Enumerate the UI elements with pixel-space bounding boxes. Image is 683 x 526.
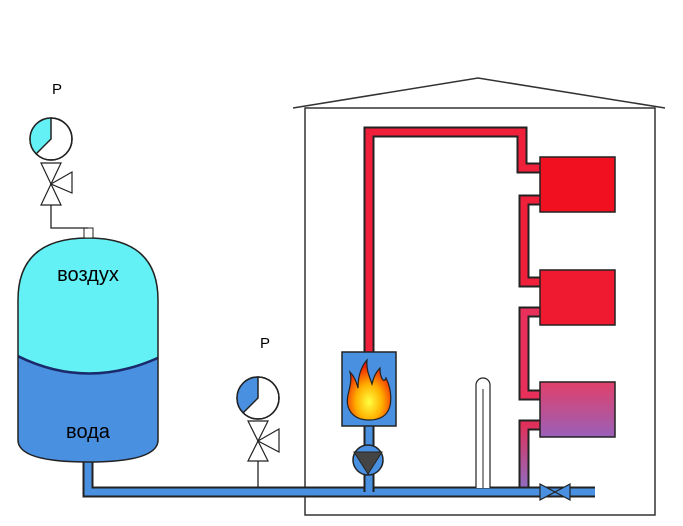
top-pressure-gauge: P xyxy=(29,81,88,229)
radiator-1 xyxy=(539,156,616,213)
pump-icon xyxy=(352,444,384,476)
boiler xyxy=(341,351,397,427)
tank-nipple xyxy=(83,227,94,239)
water-label: вода xyxy=(66,421,111,443)
valve-icon xyxy=(247,439,269,462)
radiator-2 xyxy=(539,269,616,326)
house-roof xyxy=(292,77,666,109)
flame-icon xyxy=(346,358,392,421)
return-pipe xyxy=(82,425,595,498)
bottom-pressure-gauge: P xyxy=(236,335,280,488)
hot-supply-pipe xyxy=(363,126,540,492)
expansion-tank: воздух вода xyxy=(17,227,159,463)
valve-icon xyxy=(40,182,62,206)
house xyxy=(292,77,666,516)
valve-handle-icon xyxy=(49,170,73,194)
return-valve-icon xyxy=(539,483,571,501)
valve-handle-icon xyxy=(256,427,280,453)
valve-icon-upper xyxy=(247,420,269,443)
radiator-3 xyxy=(539,381,616,438)
gauge-label-bottom: P xyxy=(260,335,270,352)
gauge-label-top: P xyxy=(52,81,62,98)
house-wall xyxy=(304,107,656,516)
air-label: воздух xyxy=(57,264,119,286)
valve-icon-upper xyxy=(40,162,62,186)
